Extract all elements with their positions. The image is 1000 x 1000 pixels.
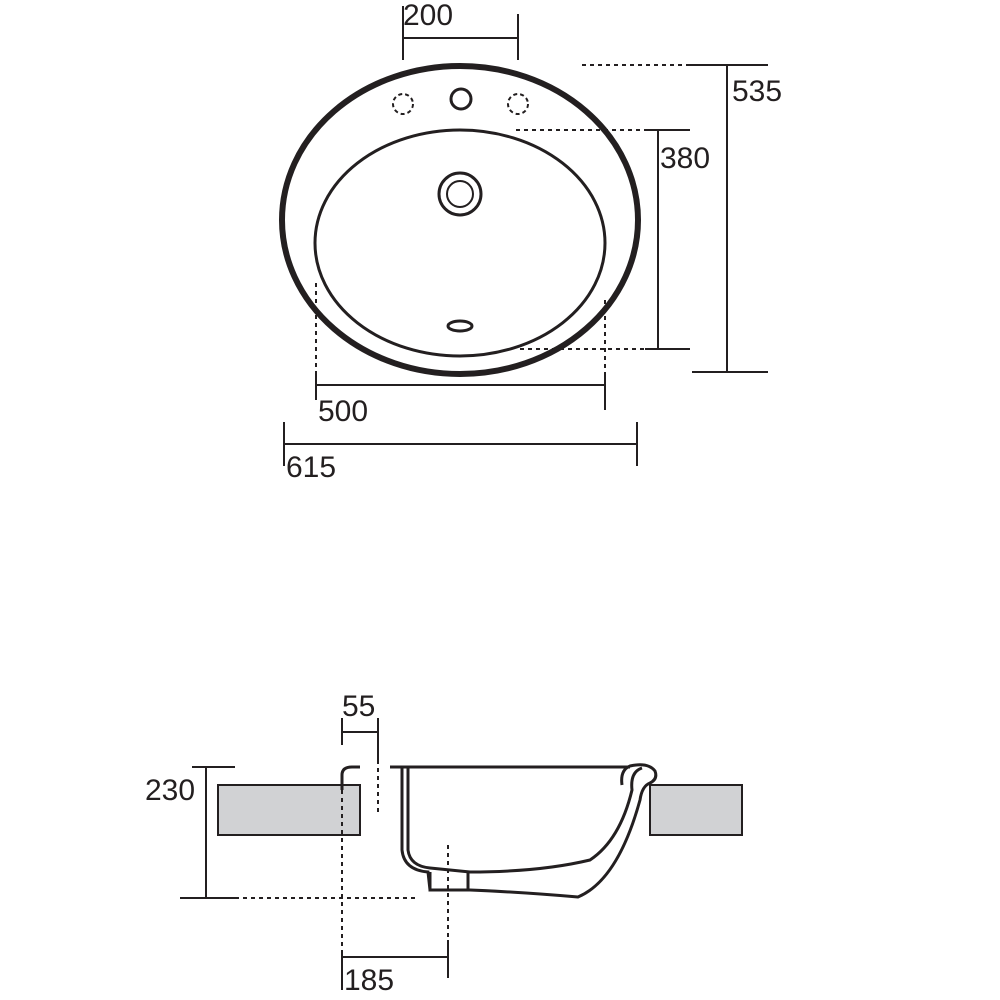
- dimension-tap-spacing: 200: [402, 0, 519, 60]
- dimension-overall-depth: 535: [582, 64, 782, 373]
- drain-outer: [437, 171, 483, 217]
- dim-label-bowl-depth: 380: [660, 142, 710, 175]
- dimension-overall-width: 615: [283, 422, 638, 484]
- waste-outlet: [428, 872, 470, 892]
- section-view: 55 230 185: [145, 690, 743, 997]
- dim-label-bowl-width: 500: [318, 395, 368, 428]
- basin-outer-rim: [279, 63, 641, 377]
- tap-hole-center: [449, 87, 473, 111]
- dim-label-tap-spacing: 200: [403, 0, 453, 32]
- dimension-overall-height: 230: [145, 766, 415, 899]
- basin-rim-left: [340, 765, 360, 790]
- countertop-right: [649, 784, 743, 836]
- countertop-left: [217, 784, 361, 836]
- overflow-slot: [446, 319, 474, 333]
- drain-inner: [446, 180, 474, 208]
- dimension-rim-overhang: 55: [341, 690, 379, 815]
- bowl-inner-outline: [313, 128, 607, 358]
- dimension-bowl-width: 500: [315, 283, 606, 428]
- dim-label-overall-height: 230: [145, 774, 195, 807]
- tap-hole-right-knockout: [507, 93, 529, 115]
- dim-label-waste-offset: 185: [344, 964, 394, 997]
- dimension-bowl-depth: 380: [516, 129, 710, 350]
- dim-label-overall-depth: 535: [732, 75, 782, 108]
- tap-hole-left-knockout: [392, 93, 414, 115]
- plan-view: 200 535 380 500: [279, 0, 782, 484]
- dim-label-overall-width: 615: [286, 451, 336, 484]
- basin-body-inner: [406, 766, 643, 874]
- dim-label-rim-overhang: 55: [342, 690, 375, 723]
- dimension-waste-offset: 185: [341, 790, 449, 997]
